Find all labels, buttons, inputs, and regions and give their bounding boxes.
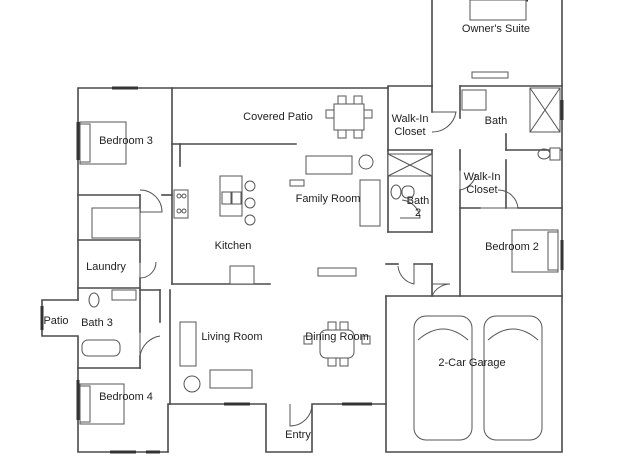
label-entry: Entry: [285, 429, 311, 441]
label-walk-in-closet-1-line2: Closet: [394, 126, 425, 138]
label-dining-room: Dining Room: [305, 331, 369, 343]
furniture: [79, 0, 561, 441]
label-owners-suite: Owner's Suite: [462, 23, 530, 35]
label-laundry: Laundry: [86, 261, 126, 273]
label-bath: Bath: [485, 115, 508, 127]
windows: [40, 0, 564, 454]
doors: [139, 111, 519, 427]
label-walk-in-closet-2-line2: Closet: [466, 184, 497, 196]
label-bath-3: Bath 3: [81, 317, 113, 329]
label-bath-2-line2: 2: [415, 207, 421, 219]
label-bath-2-line1: Bath: [407, 195, 430, 207]
label-bedroom-2: Bedroom 2: [485, 241, 539, 253]
exterior-walls: [41, 0, 563, 453]
label-family-room: Family Room: [296, 193, 361, 205]
label-walk-in-closet-2-line1: Walk-In: [464, 171, 501, 183]
label-bedroom-4: Bedroom 4: [99, 391, 153, 403]
label-covered-patio: Covered Patio: [243, 111, 313, 123]
label-kitchen: Kitchen: [215, 240, 252, 252]
label-walk-in-closet-1-line1: Walk-In: [392, 113, 429, 125]
room-labels: Owner's Suite Covered Patio Walk-In Clos…: [43, 23, 538, 441]
label-bedroom-3: Bedroom 3: [99, 135, 153, 147]
label-patio: Patio: [43, 315, 68, 327]
label-living-room: Living Room: [201, 331, 262, 343]
label-garage: 2-Car Garage: [438, 357, 505, 369]
